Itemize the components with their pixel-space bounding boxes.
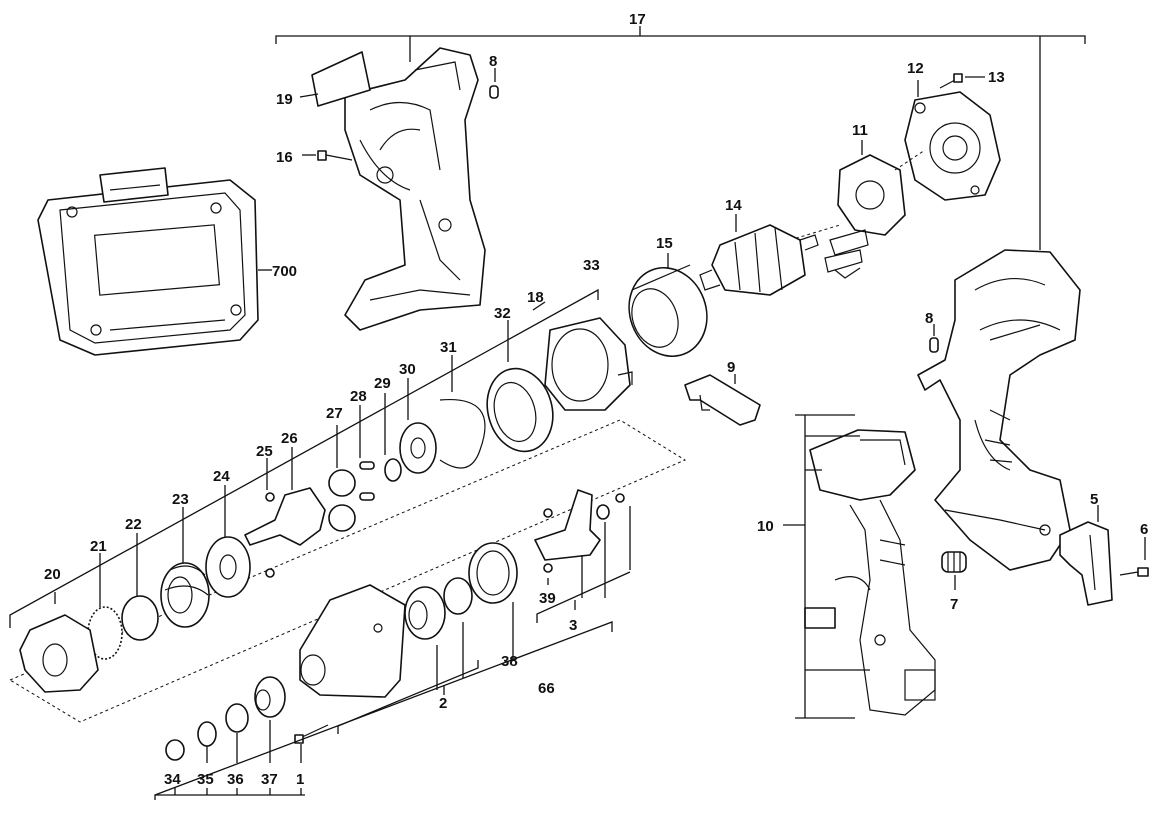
right-housing-part: [917, 249, 1081, 571]
spring-23-part: [160, 562, 210, 628]
ball-ring-part: [87, 606, 123, 660]
part-number: 27: [326, 405, 343, 422]
gear-case-part: [544, 317, 633, 411]
part-number: 9: [727, 359, 735, 376]
washer-22-part: [121, 595, 159, 641]
spring-36-part: [225, 703, 249, 733]
spring-7-part: [941, 551, 967, 573]
belt-clip-part: [1059, 521, 1113, 606]
part-number: 11: [852, 122, 868, 139]
part-number: 21: [90, 538, 107, 555]
bracket-17: [275, 26, 1086, 250]
washer-24-part: [205, 536, 251, 598]
part-number: 7: [950, 596, 958, 613]
front-housing-part: [299, 584, 406, 698]
screw-13-part: [939, 73, 985, 89]
label-plate-part: [311, 51, 371, 107]
washer-29-part: [384, 458, 402, 482]
pin-8-right-part: [929, 337, 939, 353]
left-housing-part: [344, 47, 486, 331]
part-number: 20: [44, 566, 61, 583]
part-number: 35: [197, 771, 214, 788]
ring-gear-part: [486, 367, 554, 453]
part-number: 14: [725, 197, 742, 214]
sleeve-37-part: [254, 676, 286, 718]
part-number: 6: [1140, 521, 1148, 538]
part-number: 19: [276, 91, 293, 108]
part-number: 31: [440, 339, 457, 356]
part-number: 38: [501, 653, 518, 670]
part-number: 36: [227, 771, 244, 788]
part-number: 2: [439, 695, 447, 712]
part-number: 32: [494, 305, 511, 322]
planet-gears-part: [328, 469, 356, 532]
snap-ring-part: [439, 398, 486, 469]
spindle-part: [244, 487, 326, 546]
part-number: 33: [583, 257, 600, 274]
part-number: 28: [350, 388, 367, 405]
part-number: 23: [172, 491, 189, 508]
part-number: 16: [276, 149, 293, 166]
part-number: 29: [374, 375, 391, 392]
part-number: 10: [757, 518, 774, 535]
part-number: 66: [538, 680, 555, 697]
part-number: 700: [272, 263, 297, 280]
magnet-ring-part: [628, 264, 708, 358]
carrying-case-part: [37, 167, 259, 356]
washer-35-part: [197, 721, 217, 747]
armature-part: [699, 224, 819, 296]
part-number: 1: [296, 771, 304, 788]
bearing-30-part: [399, 422, 437, 474]
part-number: 22: [125, 516, 142, 533]
part-number: 37: [261, 771, 278, 788]
part-number: 8: [489, 53, 497, 70]
anvil-part: [534, 489, 625, 573]
part-number: 13: [988, 69, 1005, 86]
hammer-part: [19, 614, 99, 693]
part-number: 18: [527, 289, 544, 306]
switch-assembly-part: [804, 429, 936, 716]
bracket-18: [9, 288, 599, 628]
part-number: 34: [164, 771, 181, 788]
pin-28-part: [359, 461, 375, 501]
end-cap-part: [904, 91, 1001, 201]
part-number: 15: [656, 235, 673, 252]
steel-ball-25-part: [265, 492, 275, 578]
pin-8-top-part: [489, 85, 499, 99]
part-number: 30: [399, 361, 416, 378]
part-number: 8: [925, 310, 933, 327]
part-number: 3: [569, 617, 577, 634]
part-number: 39: [539, 590, 556, 607]
screw-6-part: [1119, 537, 1149, 577]
snap-ring-34-part: [165, 739, 185, 761]
screw-16-part: [302, 150, 353, 161]
part-number: 24: [213, 468, 230, 485]
bracket-9-part: [684, 374, 761, 426]
brush-holder-part: [824, 154, 906, 279]
part-number: 12: [907, 60, 924, 77]
part-number: 17: [629, 11, 646, 28]
part-number: 26: [281, 430, 298, 447]
part-number: 5: [1090, 491, 1098, 508]
bushing-2-part: [404, 577, 473, 640]
part-number: 25: [256, 443, 273, 460]
washer-38-part: [468, 542, 518, 604]
